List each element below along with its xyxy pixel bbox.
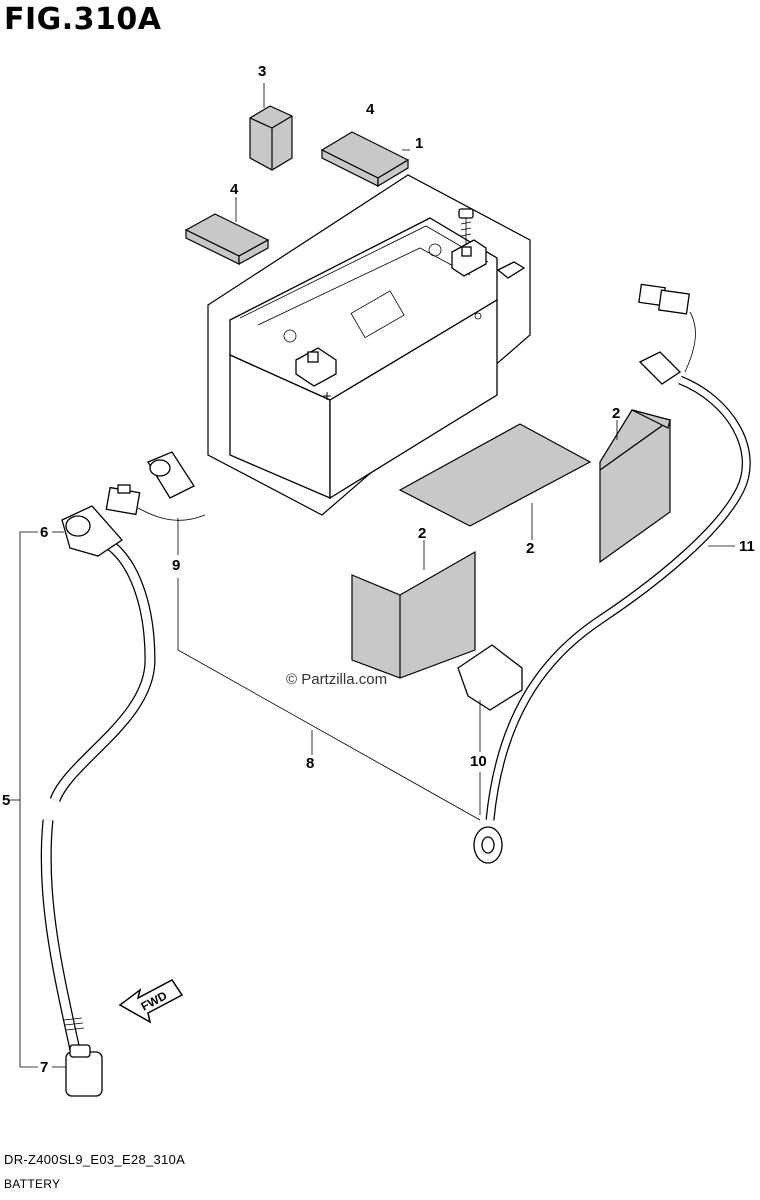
- boot-7[interactable]: [65, 1044, 103, 1097]
- part-3-block[interactable]: [249, 105, 293, 171]
- cable-8[interactable]: [105, 451, 523, 718]
- callout-7: 7: [40, 1059, 48, 1076]
- part-4-pad-lower[interactable]: [184, 213, 270, 266]
- svg-text:+: +: [322, 389, 332, 403]
- callout-10: 10: [470, 753, 487, 770]
- callout-4-upper: 4: [366, 101, 375, 118]
- cable-11[interactable]: [473, 283, 751, 864]
- leader-lines: [10, 83, 735, 1068]
- callout-2-center: 2: [418, 525, 426, 542]
- callout-11: 11: [739, 538, 755, 555]
- callout-2-right: 2: [612, 405, 620, 422]
- watermark: © Partzilla.com: [286, 671, 387, 688]
- part-2-sheet-flat[interactable]: [398, 423, 592, 527]
- callout-4-lower: 4: [230, 181, 239, 198]
- callout-3: 3: [258, 63, 266, 80]
- battery[interactable]: +: [229, 217, 498, 500]
- cable-5[interactable]: [40, 532, 156, 1052]
- callout-5: 5: [2, 792, 10, 809]
- figure-title: FIG.310A: [4, 2, 162, 37]
- part-4-pad-upper[interactable]: [320, 131, 410, 188]
- figure-code: DR-Z400SL9_E03_E28_310A: [4, 1152, 186, 1167]
- callout-2-flat: 2: [526, 540, 534, 557]
- battery-assembly-outline: [207, 174, 531, 516]
- forward-arrow-icon: FWD: [118, 979, 184, 1024]
- callout-9: 9: [172, 557, 180, 574]
- figure-caption: BATTERY: [4, 1177, 61, 1191]
- terminal-bolt[interactable]: [458, 208, 474, 245]
- callout-8: 8: [306, 755, 314, 772]
- part-2-sheet-bent-center[interactable]: [351, 550, 476, 679]
- callout-6: 6: [40, 524, 48, 541]
- callout-1: 1: [415, 135, 423, 152]
- part-2-sheet-bent-right[interactable]: [599, 409, 672, 564]
- boot-6[interactable]: [61, 505, 123, 557]
- terminal-nut[interactable]: [496, 261, 526, 279]
